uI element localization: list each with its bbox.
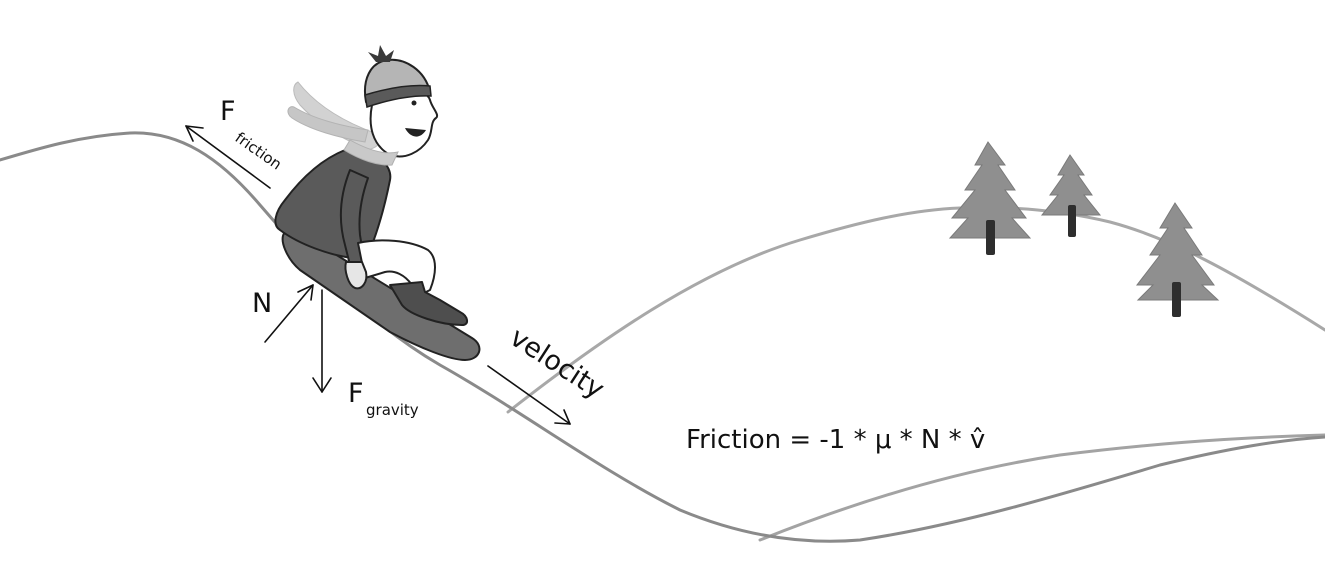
gravity-subscript: gravity: [366, 401, 419, 419]
scarf-front: [343, 139, 399, 166]
foreground-slope: [0, 131, 1325, 543]
friction-subscript: friction: [232, 129, 285, 174]
boots: [389, 281, 468, 326]
glove: [344, 261, 368, 290]
eye: [411, 100, 417, 106]
mouth: [405, 128, 426, 137]
legs: [357, 239, 436, 296]
right-hill: [758, 433, 1325, 542]
background-hill: [506, 206, 1325, 414]
pine-tree-1: [948, 141, 1032, 255]
pine-tree-3: [1135, 202, 1220, 317]
pine-tree-2: [1040, 154, 1102, 237]
friction-formula: Friction = -1 * μ * N * v̂: [686, 425, 985, 455]
hat-band: [364, 84, 432, 108]
sledder-figure: [274, 45, 481, 361]
gravity-arrow: [312, 289, 332, 393]
velocity-arrow: [487, 365, 571, 425]
gravity-label: F: [348, 378, 364, 409]
velocity-label: velocity: [504, 322, 609, 405]
hat-pompom: [368, 45, 394, 62]
normal-arrow: [264, 284, 314, 343]
normal-label: N: [252, 288, 272, 319]
friction-label: F: [220, 96, 236, 127]
friction-arrow: [185, 125, 271, 189]
